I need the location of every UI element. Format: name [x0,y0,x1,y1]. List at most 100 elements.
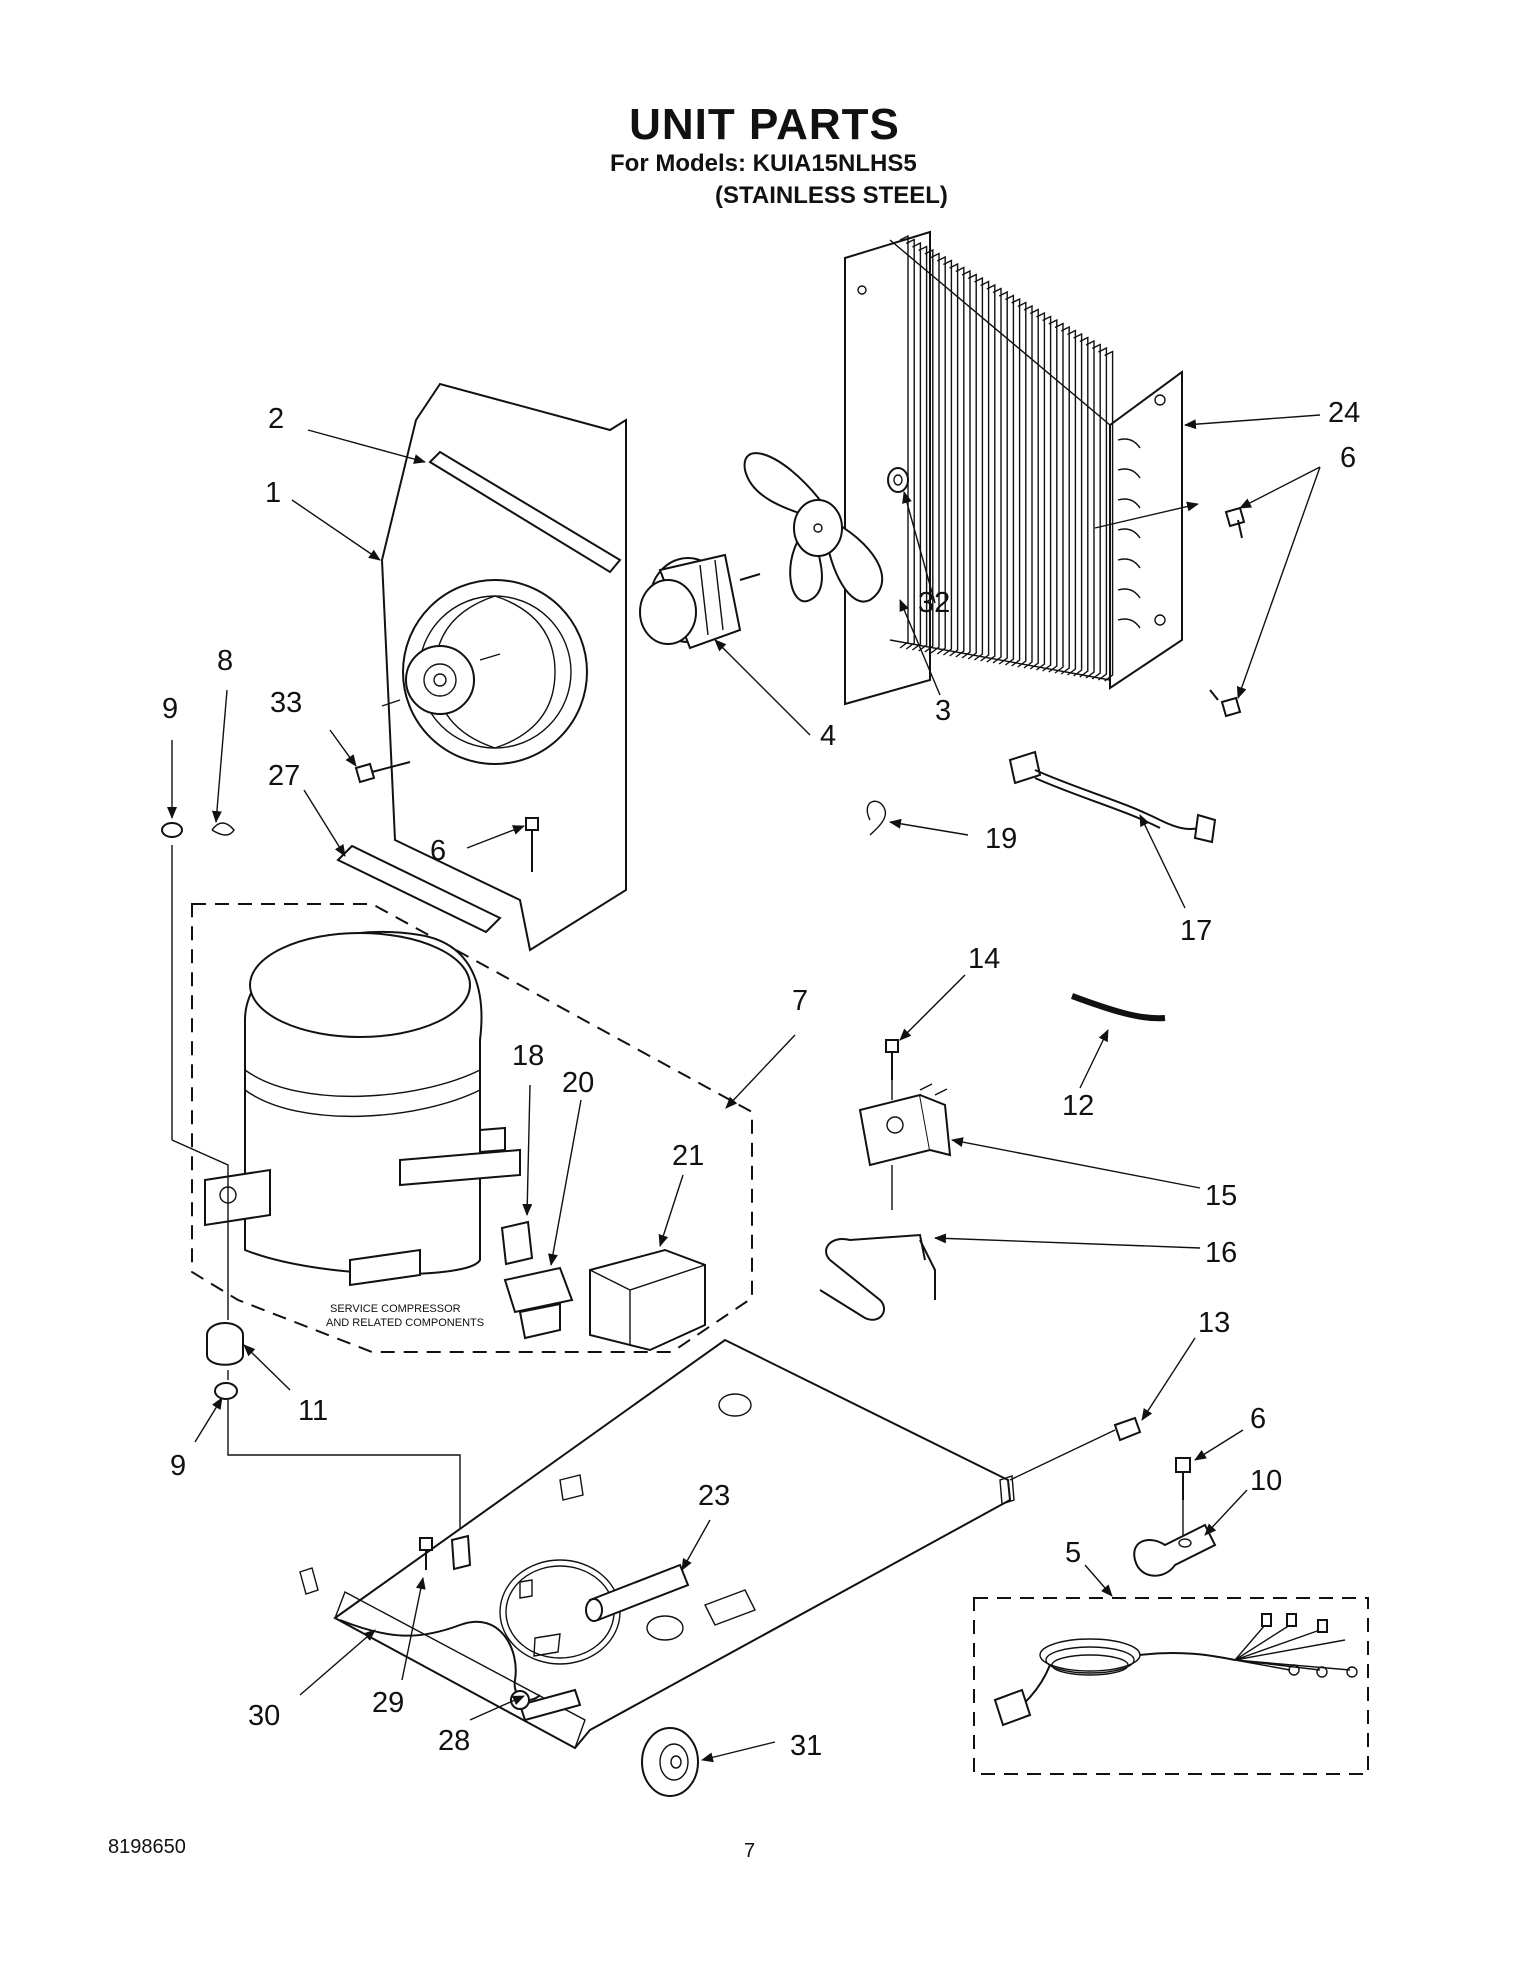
condenser-fin [961,269,971,659]
screw [1175,1457,1191,1473]
grommet [206,1322,244,1366]
callout-8: 8 [217,645,233,677]
condenser-fin [1073,332,1083,677]
condenser-fin [899,234,909,649]
finish-line: (STAINLESS STEEL) [715,182,948,209]
washer [214,1382,238,1400]
group-note-line2: AND RELATED COMPONENTS [326,1317,484,1329]
condenser-fin [1004,294,1015,666]
condenser-fin [1085,339,1095,679]
condenser-fin [1048,318,1058,673]
condenser-fin [930,252,940,654]
shroud-gasket [428,450,622,574]
clip [211,822,235,836]
condenser-fin [1060,325,1070,675]
callout-12: 12 [1062,1090,1094,1122]
condenser-fin [1023,304,1033,669]
condenser-fin [918,245,928,652]
screw [419,1537,433,1551]
doc-number: 8198650 [108,1836,186,1858]
callout-32: 32 [918,587,950,619]
condenser-fin [967,273,977,660]
callout-19: 19 [985,823,1017,855]
group-note-line1: SERVICE COMPRESSOR [330,1303,461,1315]
callout-5: 5 [1065,1537,1081,1569]
condenser-fin [1066,329,1077,676]
screw [1113,1416,1142,1442]
condenser-fin [1011,297,1021,667]
condenser-fin [1017,301,1027,668]
callout-33: 33 [270,687,302,719]
wire-harness [1008,750,1217,844]
overload-protector [500,1220,534,1266]
fan-shroud [380,382,627,952]
fan-blade [743,452,884,603]
condenser-fin [1054,322,1064,674]
water-valve-bracket [819,1233,936,1321]
condenser-fin [942,259,953,656]
callout-7: 7 [792,985,808,1017]
wire-clip [866,800,887,836]
power-cord-group-outline [973,1597,1369,1775]
compressor-group-outline [191,903,753,1353]
callout-15: 15 [1205,1180,1237,1212]
compressor [204,930,521,1287]
screw [525,817,539,831]
condenser-fin [992,287,1002,664]
condenser-fin [949,262,959,657]
screw [1209,506,1246,718]
callout-28: 28 [438,1725,470,1757]
callout-10: 10 [1250,1465,1282,1497]
callout-27: 27 [268,760,300,792]
condenser-fin [986,283,996,663]
cord-clamp [1133,1523,1217,1577]
models-line: For Models: KUIA15NLHS5 [610,150,917,177]
condenser-fin [924,248,934,653]
fan-washer [887,467,909,493]
callout-20: 20 [562,1067,594,1099]
callout-30: 30 [248,1700,280,1732]
screw [354,762,376,784]
callout-9-top: 9 [162,693,178,725]
leader-lines [167,414,1321,1763]
callout-11: 11 [298,1395,328,1427]
callout-1: 1 [265,477,281,509]
condenser-fin [1035,311,1046,671]
callout-numbers: 2 1 3 4 24 6 32 33 27 6 8 9 7 18 20 21 1… [162,397,1360,1762]
callout-9-bottom: 9 [170,1450,186,1482]
condenser-fin [911,241,922,651]
page-title: UNIT PARTS [629,100,900,149]
callout-21: 21 [672,1140,704,1172]
condenser-fin [1029,308,1039,670]
condenser-fin [1079,336,1089,678]
solenoid-coil [858,1083,952,1167]
condenser-fin [1042,315,1052,672]
callout-18: 18 [512,1040,544,1072]
callout-6: 6 [1340,442,1356,474]
callout-23: 23 [698,1480,730,1512]
caster-wheel [641,1727,699,1797]
condenser-fin [1104,350,1114,682]
condenser-fin [905,238,915,650]
callout-31: 31 [790,1730,822,1762]
filter-drier [585,1563,690,1622]
page-number: 7 [744,1840,756,1862]
callout-17: 17 [1180,915,1212,947]
power-cord [993,1613,1358,1727]
condenser-fin [1097,346,1108,681]
condenser-fin [955,266,965,658]
condenser-fin [1091,343,1101,680]
condenser-fin [980,280,990,662]
callout-13: 13 [1198,1307,1230,1339]
callout-2: 2 [268,403,284,435]
condenser-fin [998,290,1008,665]
base-pan [299,1338,1015,1750]
callout-14: 14 [968,943,1000,975]
drain-tube [1070,993,1166,1022]
washer [161,822,183,838]
callout-16: 16 [1205,1237,1237,1269]
fan-motor [639,553,761,650]
callout-4: 4 [820,720,836,752]
screw [885,1039,899,1053]
